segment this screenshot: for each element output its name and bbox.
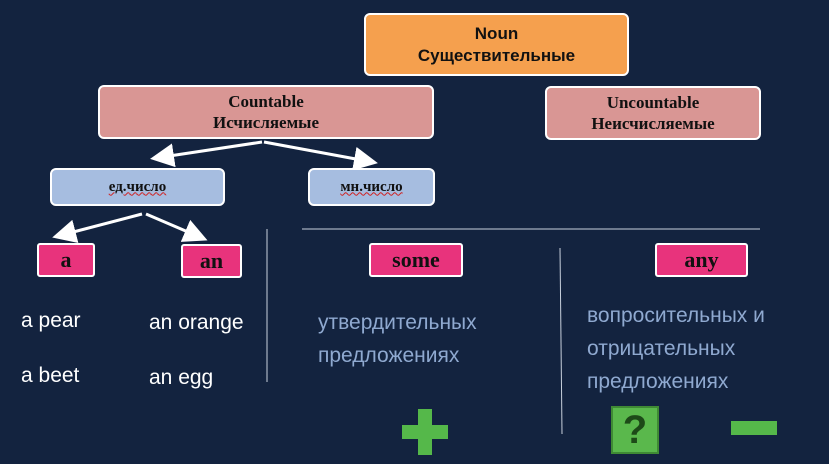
arrow-to-an [145, 212, 208, 242]
uncountable-box: Uncountable Неисчисляемые [545, 86, 761, 140]
arrow-to-a [52, 212, 143, 244]
some-usage-text: утвердительных предложениях [318, 306, 477, 372]
noun-title: Noun [474, 24, 519, 44]
article-a-box: a [37, 243, 95, 277]
countable-box: Countable Исчисляемые [98, 85, 434, 139]
example-an-orange: an orange [149, 311, 244, 334]
noun-subtitle: Существительные [417, 45, 576, 65]
uncountable-subtitle: Неисчисляемые [591, 114, 715, 133]
some-usage-line-2: предложениях [318, 344, 460, 367]
singular-box: ед.число [50, 168, 225, 206]
some-box: some [369, 243, 463, 277]
uncountable-title: Uncountable [606, 92, 700, 112]
any-usage-line-2: отрицательных [587, 337, 736, 360]
noun-box: Noun Существительные [364, 13, 629, 76]
any-usage-text: вопросительных и отрицательных предложен… [587, 299, 765, 398]
some-label: some [392, 247, 440, 273]
article-an-box: an [181, 244, 242, 278]
example-a-beet: a beet [21, 364, 80, 387]
plus-icon [402, 409, 448, 455]
plural-box: мн.число [308, 168, 435, 206]
example-a-pear: a pear [21, 309, 81, 332]
arrow-to-singular [150, 140, 263, 168]
any-usage-line-1: вопросительных и [587, 304, 765, 327]
countable-subtitle: Исчисляемые [212, 113, 320, 132]
any-box: any [655, 243, 748, 277]
some-usage-line-1: утвердительных [318, 311, 477, 334]
any-usage-line-3: предложениях [587, 370, 729, 393]
singular-label: ед.число [108, 178, 167, 195]
plural-label: мн.число [340, 178, 403, 195]
example-an-egg: an egg [149, 366, 214, 389]
minus-icon [731, 421, 777, 435]
any-label: any [684, 247, 719, 273]
question-mark-icon: ? [611, 406, 659, 454]
countable-title: Countable [228, 91, 304, 111]
arrow-to-plural [263, 140, 378, 171]
divider-vertical-2 [559, 247, 563, 435]
article-a-label: a [60, 247, 72, 273]
article-an-label: an [199, 248, 224, 274]
